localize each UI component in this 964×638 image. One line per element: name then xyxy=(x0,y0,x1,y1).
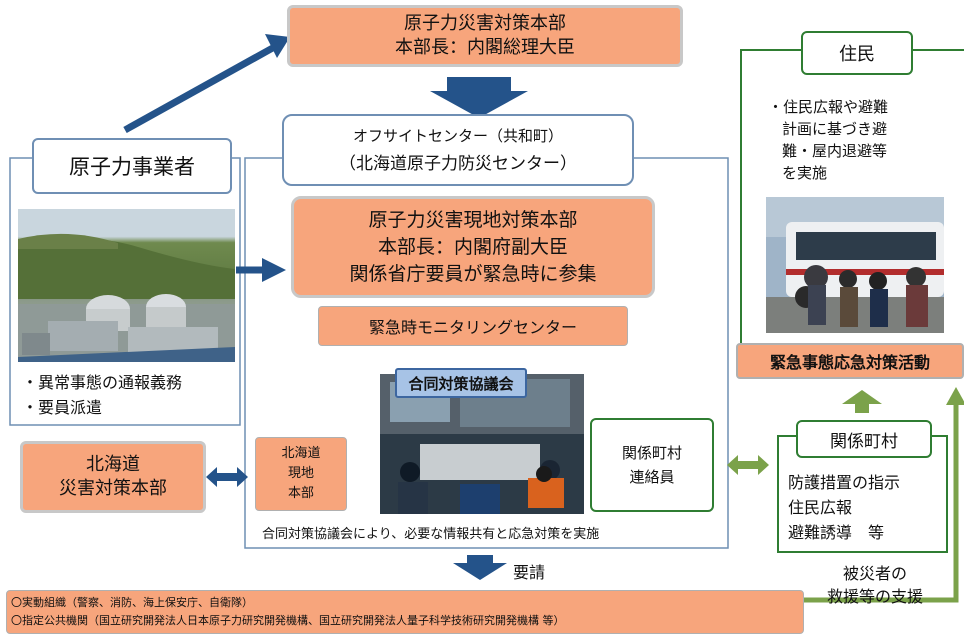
orgs-line-operational: 〇実動組織（警察、消防、海上保安庁、自衛隊） xyxy=(11,596,253,609)
support-arrow xyxy=(805,405,959,603)
operator-bullets: ・異常事態の通報義務 ・要員派遣 xyxy=(22,370,237,420)
support-line1: 被災者の xyxy=(842,564,907,583)
liaison-line1: 関係町村 xyxy=(621,444,682,462)
residents-outline xyxy=(740,49,801,343)
bus-illustration xyxy=(766,197,944,333)
residents-title: 住民 xyxy=(839,44,875,65)
hokkaido-local-line3: 本部 xyxy=(287,486,314,501)
liaison-towns-double-arrow xyxy=(727,455,769,475)
offsite-name: オフサイトセンター（共和町） xyxy=(352,127,563,145)
towns-list: 防護措置の指示 住民広報 避難誘導 等 xyxy=(788,470,948,545)
hokkaido-hq-line2: 災害対策本部 xyxy=(59,478,167,499)
council-label: 合同対策協議会 xyxy=(408,374,514,393)
monitoring-label: 緊急時モニタリングセンター xyxy=(368,318,577,337)
hokkaido-hq-line1: 北海道 xyxy=(86,454,140,475)
residents-description: ・住民広報や避難 計画に基づき避 難・屋内退避等 を実施 xyxy=(768,96,958,184)
offsite-center-box: オフサイトセンター（共和町） （北海道原子力防災センター） xyxy=(282,114,634,186)
towns-item-protect: 防護措置の指示 xyxy=(788,473,901,492)
council-label-box: 合同対策協議会 xyxy=(395,368,527,398)
residents-desc-line1: ・住民広報や避難 xyxy=(768,98,889,116)
nuclear-plant-photo xyxy=(18,209,235,362)
hokkaido-local-line1: 北海道 xyxy=(281,446,321,461)
hokkaido-local-line2: 現地 xyxy=(287,466,314,481)
local-hq-chief: 本部長：内閣府副大臣 xyxy=(377,235,568,258)
request-label: 要請 xyxy=(513,563,546,582)
monitoring-center: 緊急時モニタリングセンター xyxy=(318,306,628,346)
orgs-line-public: 〇指定公共機関（国立研究開発法人日本原子力研究開発機構、国立研究開発法人量子科学… xyxy=(11,614,565,627)
nuclear-disaster-hq: 原子力災害対策本部 本部長：内閣総理大臣 xyxy=(287,5,683,67)
hokkaido-disaster-hq: 北海道 災害対策本部 xyxy=(20,441,206,513)
towns-to-emergency-arrow xyxy=(842,390,882,413)
plant-to-localhq-arrowhead xyxy=(262,258,286,282)
towns-title-box: 関係町村 xyxy=(796,420,932,458)
offsite-subname: （北海道原子力防災センター） xyxy=(339,154,577,174)
operator-to-hq-arrow xyxy=(123,41,280,134)
local-hq-title: 原子力災害現地対策本部 xyxy=(368,208,578,231)
towns-item-evac: 避難誘導 等 xyxy=(788,523,885,542)
hokkaido-double-arrow xyxy=(206,467,248,487)
plant-illustration xyxy=(18,233,235,362)
nuclear-operator-box: 原子力事業者 xyxy=(32,138,232,194)
meeting-illustration xyxy=(380,374,584,514)
evacuation-bus-photo xyxy=(766,197,944,333)
council-caption: 合同対策協議会により、必要な情報共有と応急対策を実施 xyxy=(262,527,600,542)
local-disaster-hq: 原子力災害現地対策本部 本部長：内閣府副大臣 関係省庁要員が緊急時に参集 xyxy=(291,196,655,298)
towns-item-pr: 住民広報 xyxy=(788,498,853,517)
hq-chief: 本部長：内閣総理大臣 xyxy=(395,37,575,58)
hokkaido-local-hq: 北海道 現地 本部 xyxy=(255,437,347,511)
operator-to-hq-arrowhead xyxy=(265,34,290,58)
towns-title: 関係町村 xyxy=(830,431,898,452)
residents-desc-line3: 難・屋内退避等 xyxy=(782,142,888,160)
request-down-arrow xyxy=(453,555,507,580)
hq-down-arrow xyxy=(430,77,528,118)
liaison-line2: 連絡員 xyxy=(629,468,675,486)
operator-bullet-report: ・異常事態の通報義務 xyxy=(22,373,183,392)
operator-bullet-dispatch: ・要員派遣 xyxy=(22,398,103,417)
local-hq-note: 関係省庁要員が緊急時に参集 xyxy=(349,262,597,285)
operator-title: 原子力事業者 xyxy=(69,155,195,179)
offsite-outline xyxy=(244,157,729,549)
residents-desc-line2: 計画に基づき避 xyxy=(782,120,888,138)
support-line2: 救援等の支援 xyxy=(826,587,923,606)
response-organizations: 〇実動組織（警察、消防、海上保安庁、自衛隊） 〇指定公共機関（国立研究開発法人日… xyxy=(6,590,804,634)
victim-support: 被災者の 救援等の支援 xyxy=(800,562,950,608)
hq-title: 原子力災害対策本部 xyxy=(404,13,566,34)
emergency-response-activity: 緊急事態応急対策活動 xyxy=(736,343,964,379)
emergency-label: 緊急事態応急対策活動 xyxy=(769,353,930,372)
operator-outline xyxy=(9,157,241,426)
residents-desc-line4: を実施 xyxy=(782,164,828,182)
municipal-liaison: 関係町村 連絡員 xyxy=(590,418,714,512)
residents-box: 住民 xyxy=(801,31,913,75)
